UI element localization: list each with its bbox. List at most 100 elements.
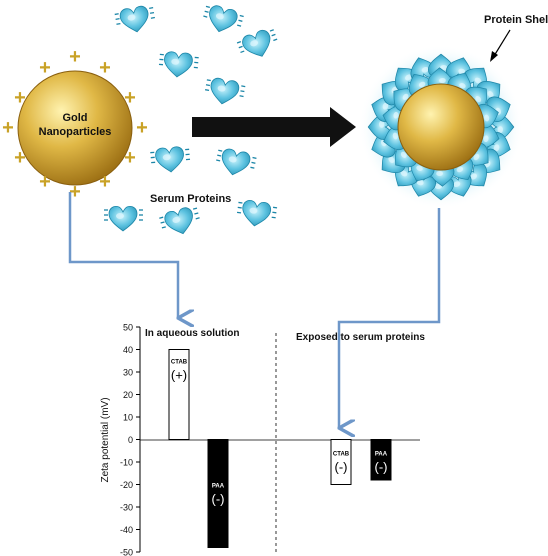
minus-charge-icon [150, 16, 155, 19]
minus-charge-icon [272, 211, 277, 214]
minus-charge-icon [159, 216, 164, 219]
minus-charge-icon [271, 33, 276, 37]
y-tick-label: 20 [123, 390, 133, 400]
protein-icon [216, 148, 257, 176]
coated-gold-core [397, 83, 485, 171]
bar-charge-label: (-) [335, 460, 348, 475]
minus-charge-icon [237, 24, 242, 27]
minus-charge-icon [236, 211, 242, 214]
minus-charge-icon [237, 206, 242, 209]
minus-charge-icon [203, 15, 208, 18]
minus-charge-icon [218, 149, 223, 152]
bars: CTAB (+) PAA (-) CTAB (-) PAA (-) [168, 349, 392, 548]
plus-charge-icon: + [69, 181, 81, 203]
bar-charge-label: (-) [212, 492, 225, 507]
protein-corona-nanoparticle [359, 45, 523, 209]
protein-icon [205, 77, 246, 105]
minus-charge-icon [192, 207, 198, 210]
minus-charge-icon [115, 18, 120, 21]
plus-charge-icon: + [2, 117, 14, 139]
minus-charge-icon [161, 226, 166, 229]
plus-charge-icon: + [69, 46, 81, 68]
minus-charge-icon [116, 22, 121, 25]
bar-charge-label: (-) [375, 460, 388, 475]
minus-charge-icon [271, 216, 276, 219]
protein-icon [236, 29, 278, 57]
minus-charge-icon [252, 156, 257, 159]
protein-icon [158, 51, 199, 78]
plus-charge-icon: + [99, 171, 111, 193]
minus-charge-icon [204, 10, 209, 13]
minus-charge-icon [269, 29, 274, 32]
plus-charge-icon: + [124, 87, 136, 109]
y-tick-label: 0 [128, 435, 133, 445]
protein-icon [464, 86, 487, 110]
bar-label: CTAB [171, 360, 188, 366]
y-axis-label: Zeta potential (mV) [100, 397, 111, 482]
plus-charge-icon: + [14, 87, 26, 109]
minus-charge-icon [236, 41, 242, 44]
minus-charge-icon [251, 161, 256, 164]
y-tick-label: -30 [120, 503, 133, 513]
serum-proteins-label: Serum Proteins [150, 193, 231, 205]
bar-ctab-0 [168, 349, 190, 440]
connector-left [68, 192, 178, 318]
y-tick-label: 10 [123, 413, 133, 423]
minus-charge-icon [240, 90, 245, 93]
y-tick-label: 30 [123, 368, 133, 378]
plus-charge-icon: + [14, 147, 26, 169]
minus-charge-icon [160, 221, 165, 224]
minus-charge-icon [206, 79, 211, 82]
bar-label: CTAB [333, 452, 350, 458]
plus-charge-icon: + [39, 57, 51, 79]
minus-charge-icon [205, 84, 211, 87]
minus-charge-icon [273, 38, 278, 42]
minus-charge-icon [239, 14, 244, 18]
minus-charge-icon [238, 45, 243, 49]
bar-charge-label: (+) [171, 368, 187, 383]
plus-charge-icon: + [124, 147, 136, 169]
y-tick-label: -20 [120, 480, 133, 490]
minus-charge-icon [205, 89, 210, 92]
plus-charge-icon: + [39, 171, 51, 193]
reaction-arrow [192, 107, 356, 147]
protein-shell-label: Protein Shell [484, 14, 548, 26]
bar-ctab-2 [330, 439, 352, 485]
serum-proteins [104, 5, 278, 235]
minus-charge-icon [114, 13, 119, 16]
panel-title-serum: Exposed to serum proteins [296, 332, 425, 343]
minus-charge-icon [216, 159, 221, 162]
minus-charge-icon [241, 85, 246, 88]
protein-icon [114, 5, 155, 33]
minus-charge-icon [250, 166, 255, 169]
minus-charge-icon [194, 212, 199, 215]
connector-right [339, 208, 441, 428]
minus-charge-icon [205, 5, 211, 9]
bar-label: PAA [212, 484, 225, 490]
minus-charge-icon [195, 217, 200, 220]
positive-charges: ++++++++++++ [2, 46, 148, 203]
minus-charge-icon [273, 206, 278, 209]
protein-icon [203, 5, 244, 33]
plus-charge-icon: + [99, 57, 111, 79]
protein-shell-pointer [490, 29, 511, 62]
minus-charge-icon [240, 50, 245, 54]
bar-paa-3 [370, 439, 392, 481]
minus-charge-icon [217, 154, 222, 157]
minus-charge-icon [238, 201, 243, 204]
minus-charge-icon [149, 7, 154, 9]
y-tick-label: -10 [120, 458, 133, 468]
np-label-line1: Gold [62, 112, 87, 124]
minus-charge-icon [239, 95, 244, 98]
y-tick-label: 40 [123, 345, 133, 355]
plus-charge-icon: + [136, 117, 148, 139]
protein-icon [104, 206, 143, 232]
bar-label: PAA [375, 452, 388, 458]
y-tick-label: -50 [120, 548, 133, 556]
minus-charge-icon [149, 11, 155, 14]
bar-paa-1 [207, 439, 229, 548]
protein-icon [236, 200, 278, 227]
